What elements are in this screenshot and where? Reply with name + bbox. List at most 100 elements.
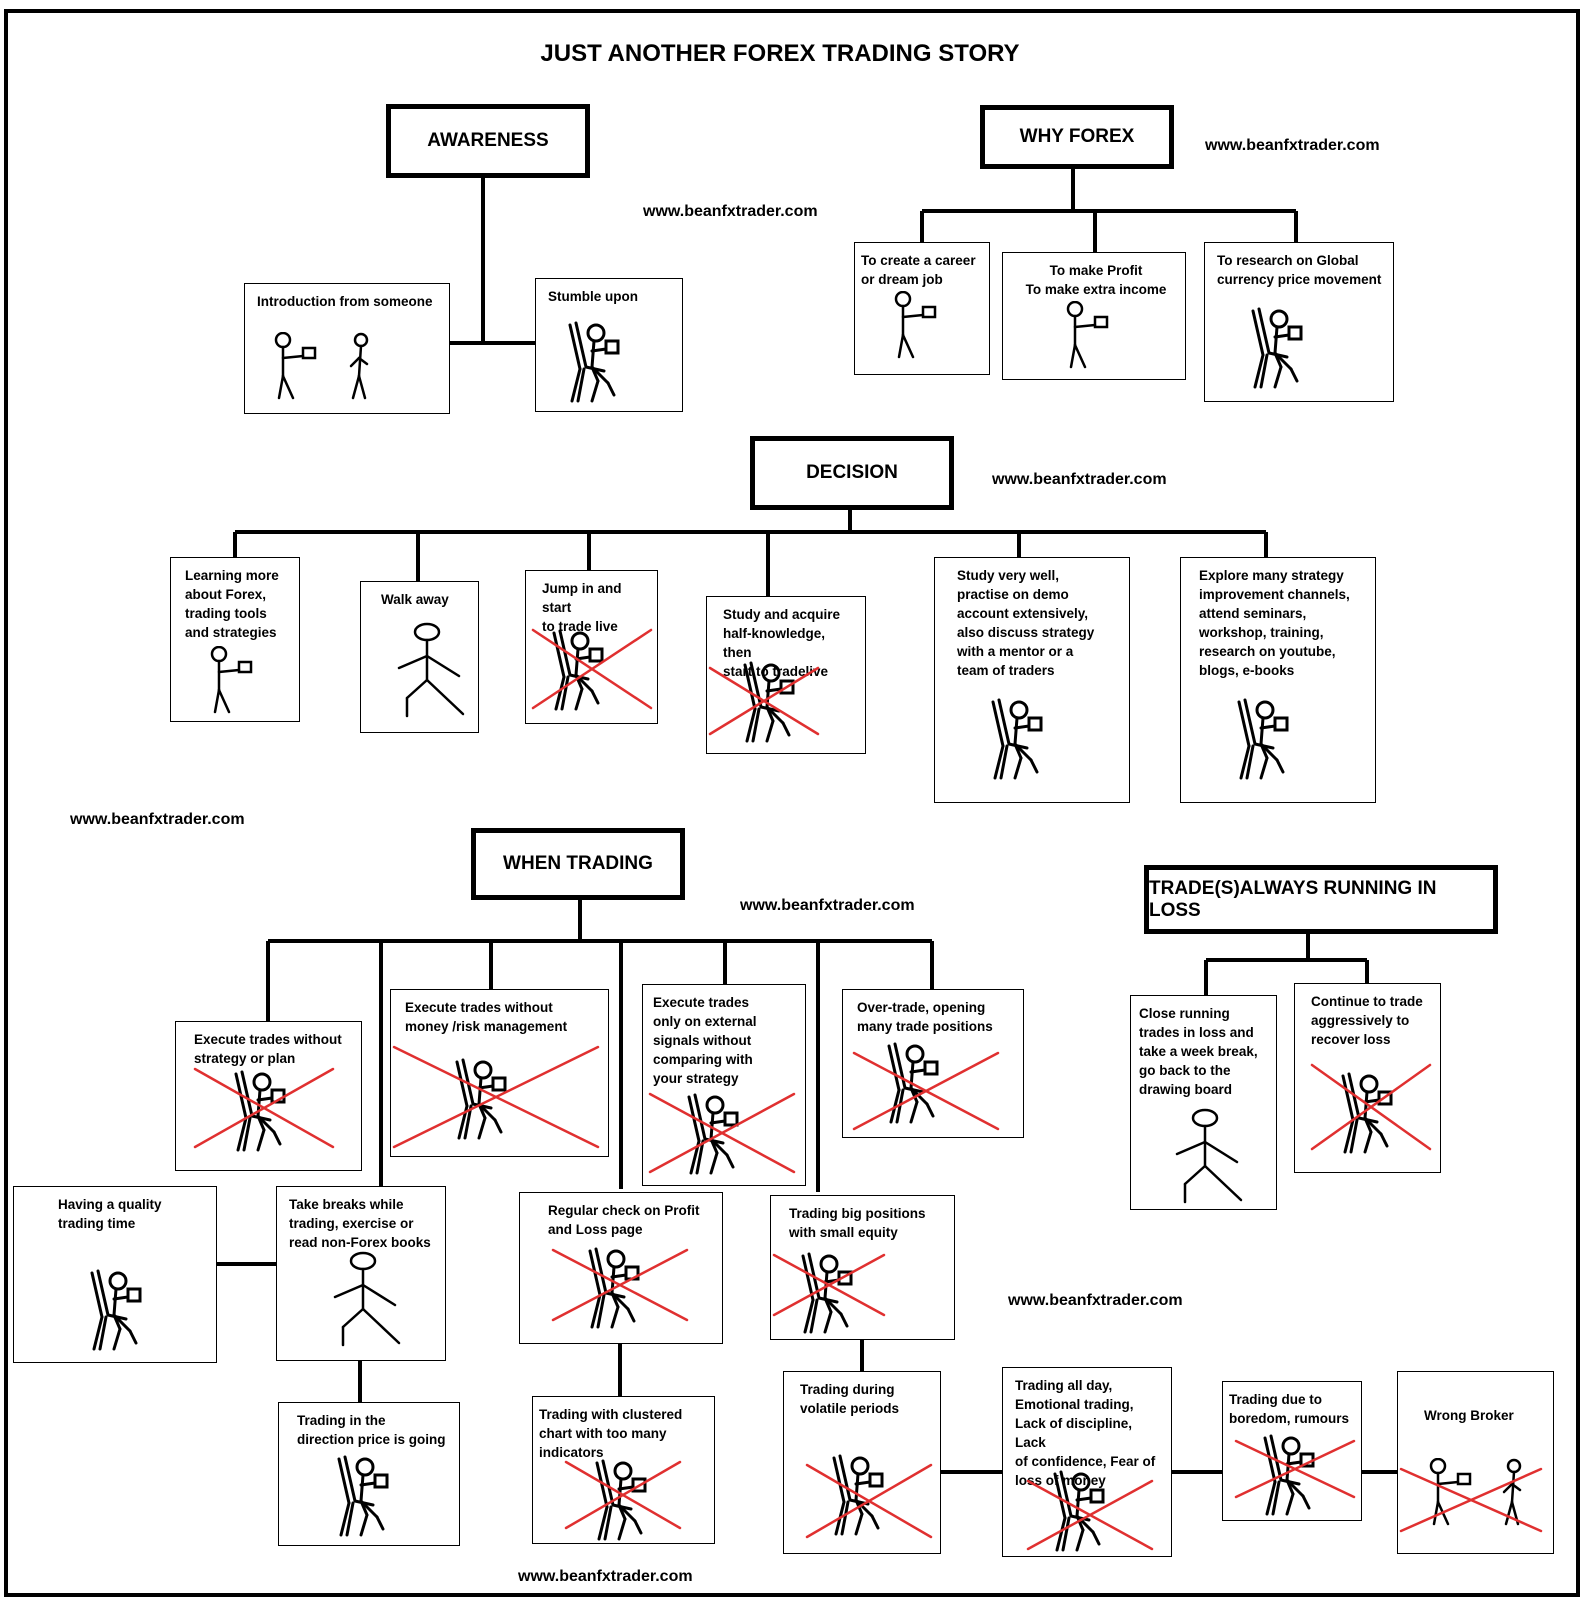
box-stumble-upon: Stumble upon: [535, 278, 683, 412]
box-label: Having a quality trading time: [58, 1197, 162, 1231]
box-volatile-periods: Trading during volatile periods: [783, 1371, 941, 1554]
standing-figure-with-laptop-icon: [210, 646, 253, 714]
box-take-breaks: Take breaks while trading, exercise or r…: [276, 1186, 446, 1361]
box-trades-without-strategy: Execute trades without strategy or plan: [175, 1021, 362, 1171]
box-career-or-dream-job: To create a career or dream job: [854, 242, 990, 375]
box-label: Wrong Broker: [1424, 1408, 1514, 1423]
box-label: Continue to trade aggressively to recove…: [1311, 994, 1423, 1047]
box-label: Execute trades without strategy or plan: [194, 1032, 342, 1066]
box-half-knowledge: Study and acquire half-knowledge, then s…: [706, 596, 866, 754]
box-big-positions-small-equity: Trading big positions with small equity: [770, 1195, 955, 1340]
red-cross-icon: [193, 1067, 335, 1149]
standing-figure-icon: [1502, 1458, 1522, 1526]
box-label: Execute trades only on external signals …: [653, 995, 757, 1086]
watermark: www.beanfxtrader.com: [1205, 137, 1380, 154]
watermark: www.beanfxtrader.com: [518, 1568, 693, 1585]
box-label: Over-trade, opening many trade positions: [857, 1000, 993, 1034]
box-label: Stumble upon: [548, 289, 638, 304]
box-profit-loss-check: Regular check on Profit and Loss page: [519, 1192, 723, 1344]
box-label: Jump in and start to trade live: [542, 581, 622, 634]
box-trading-direction-price: Trading in the direction price is going: [278, 1402, 460, 1546]
watermark: www.beanfxtrader.com: [992, 471, 1167, 488]
box-label: Trading due to boredom, rumours: [1229, 1392, 1350, 1426]
box-label: Trading with clustered chart with too ma…: [539, 1407, 683, 1460]
seated-figure-at-computer-icon: [1251, 307, 1303, 389]
box-label: Introduction from someone: [257, 294, 433, 309]
red-cross-icon: [1026, 1479, 1154, 1551]
box-learning-more: Learning more about Forex, trading tools…: [170, 557, 300, 722]
seated-figure-at-computer-icon: [337, 1455, 389, 1537]
box-quality-trading-time: Having a quality trading time: [13, 1186, 217, 1363]
box-clustered-chart: Trading with clustered chart with too ma…: [532, 1396, 715, 1544]
header-trades-running-in-loss: TRADE(S)ALWAYS RUNNING IN LOSS: [1144, 865, 1498, 934]
box-trading-all-day-emotional: Trading all day, Emotional trading, Lack…: [1002, 1367, 1172, 1557]
red-cross-icon: [1310, 1063, 1432, 1151]
box-label: To research on Global currency price mov…: [1217, 253, 1382, 287]
box-label: To make Profit To make extra income: [1025, 263, 1167, 297]
red-cross-icon: [648, 1092, 796, 1174]
box-label: Trading during volatile periods: [800, 1382, 900, 1416]
walking-figure-icon: [397, 622, 465, 718]
red-cross-icon: [852, 1051, 1000, 1131]
seated-figure-at-computer-icon: [1237, 698, 1289, 780]
red-cross-icon: [708, 666, 820, 736]
watermark: www.beanfxtrader.com: [740, 897, 915, 914]
walking-figure-icon: [333, 1251, 401, 1347]
box-study-very-well: Study very well, practise on demo accoun…: [934, 557, 1130, 803]
box-label: Trading all day, Emotional trading, Lack…: [1015, 1378, 1156, 1488]
box-close-running-trades: Close running trades in loss and take a …: [1130, 995, 1277, 1210]
seated-figure-at-computer-icon: [801, 1252, 853, 1334]
watermark: www.beanfxtrader.com: [643, 203, 818, 220]
box-external-signals: Execute trades only on external signals …: [642, 984, 806, 1186]
box-wrong-broker: Wrong Broker: [1397, 1371, 1554, 1554]
seated-figure-at-computer-icon: [687, 1093, 739, 1175]
seated-figure-at-computer-icon: [1053, 1470, 1105, 1552]
standing-figure-with-laptop-icon: [1066, 301, 1109, 369]
seated-figure-at-computer-icon: [1341, 1072, 1393, 1154]
header-decision: DECISION: [750, 436, 954, 510]
box-label: Trading in the direction price is going: [297, 1413, 446, 1447]
box-jump-in-trade-live: Jump in and start to trade live: [525, 570, 658, 724]
page-title: JUST ANOTHER FOREX TRADING STORY: [540, 40, 1020, 67]
red-cross-icon: [392, 1045, 600, 1149]
box-label: Regular check on Profit and Loss page: [548, 1203, 700, 1237]
box-label: To create a career or dream job: [861, 253, 976, 287]
box-introduction-from-someone: Introduction from someone: [244, 283, 450, 414]
box-explore-strategy-channels: Explore many strategy improvement channe…: [1180, 557, 1376, 803]
watermark: www.beanfxtrader.com: [70, 811, 245, 828]
box-label: Take breaks while trading, exercise or r…: [289, 1197, 431, 1250]
red-cross-icon: [564, 1460, 682, 1530]
red-cross-icon: [772, 1253, 886, 1317]
red-cross-icon: [531, 628, 653, 710]
red-cross-icon: [805, 1463, 933, 1539]
seated-figure-at-computer-icon: [588, 1247, 640, 1329]
walking-figure-icon: [1175, 1108, 1243, 1204]
header-awareness: AWARENESS: [386, 104, 590, 178]
box-label: Execute trades without money /risk manag…: [405, 1000, 568, 1034]
box-label: Study very well, practise on demo accoun…: [957, 568, 1095, 678]
box-continue-aggressively: Continue to trade aggressively to recove…: [1294, 983, 1441, 1173]
header-why-forex: WHY FOREX: [980, 105, 1174, 169]
seated-figure-at-computer-icon: [595, 1459, 647, 1541]
box-label: Learning more about Forex, trading tools…: [185, 568, 279, 640]
box-make-profit: To make Profit To make extra income: [1002, 252, 1186, 380]
seated-figure-at-computer-icon: [568, 321, 620, 403]
box-boredom-rumours: Trading due to boredom, rumours: [1222, 1381, 1362, 1521]
box-over-trade: Over-trade, opening many trade positions: [842, 989, 1024, 1138]
box-label: Walk away: [381, 592, 449, 607]
box-label: Trading big positions with small equity: [789, 1206, 926, 1240]
box-research-global-currency: To research on Global currency price mov…: [1204, 242, 1394, 402]
diagram-frame: [4, 9, 1580, 1597]
standing-figure-with-laptop-icon: [894, 291, 937, 359]
box-trades-without-money-management: Execute trades without money /risk manag…: [390, 989, 609, 1157]
seated-figure-at-computer-icon: [90, 1269, 142, 1351]
watermark: www.beanfxtrader.com: [1008, 1292, 1183, 1309]
box-walk-away: Walk away: [360, 581, 479, 733]
header-when-trading: WHEN TRADING: [471, 828, 685, 900]
red-cross-icon: [551, 1248, 689, 1322]
seated-figure-at-computer-icon: [743, 661, 795, 743]
red-cross-icon: [1234, 1439, 1356, 1499]
seated-figure-at-computer-icon: [991, 698, 1043, 780]
standing-figure-with-laptop-icon: [274, 332, 317, 400]
